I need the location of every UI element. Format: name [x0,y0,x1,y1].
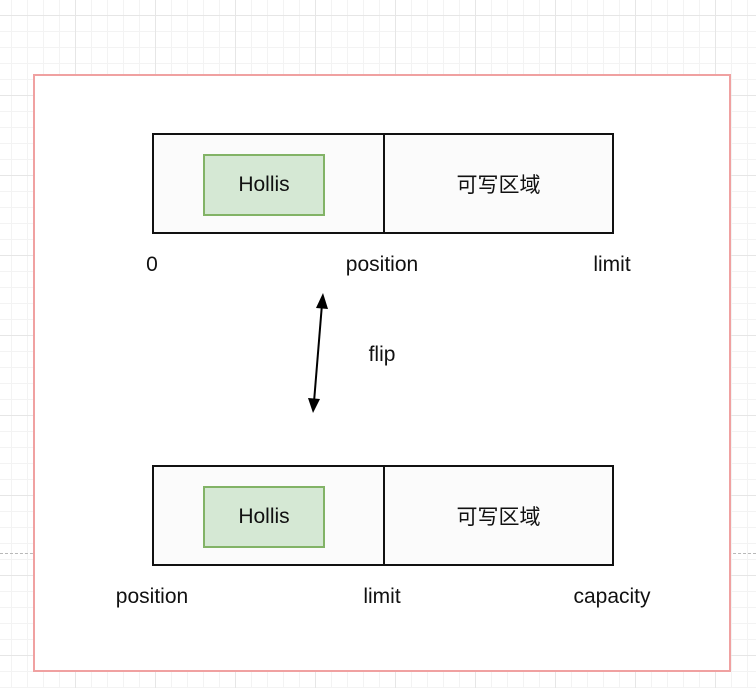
top-buffer-divider [383,135,385,232]
flip-label: flip [368,343,396,366]
top-data-box: Hollis [203,154,325,216]
bottom-buffer-divider [383,467,385,564]
bottom-marker-limit: limit [363,585,401,608]
bottom-writable-region: 可写区域 [456,505,541,529]
top-marker-position: position [345,253,419,276]
bottom-marker-position: position [115,585,189,608]
top-marker-limit: limit [593,253,631,276]
bottom-buffer: Hollis 可写区域 [152,465,614,566]
top-marker-0: 0 [146,253,158,276]
top-writable-region: 可写区域 [456,173,541,197]
bottom-marker-capacity: capacity [573,585,651,608]
bottom-data-box: Hollis [203,486,325,548]
top-buffer: Hollis 可写区域 [152,133,614,234]
